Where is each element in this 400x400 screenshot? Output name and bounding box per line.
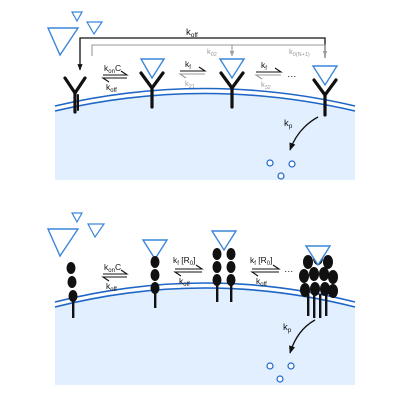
bound-ligand-icon	[141, 239, 169, 261]
bottom-cell-body	[55, 287, 355, 385]
kf-r0-label: kf [R0]	[250, 255, 273, 267]
free-ligand-icon	[46, 228, 80, 258]
bound-ligand-icon	[311, 65, 339, 87]
koff-label: koff	[179, 276, 190, 288]
receptor-cluster-icon	[299, 251, 338, 318]
kon-koff-arrows	[101, 269, 129, 282]
receptor-icon	[150, 256, 160, 308]
k32-label: k32	[261, 80, 271, 91]
free-ligand-icon	[70, 11, 84, 23]
bottom-membrane-inner	[54, 287, 356, 308]
ellipsis: …	[287, 69, 297, 80]
free-ligand-icon	[46, 27, 80, 57]
kp-label: kp	[283, 322, 292, 334]
bound-ligand-icon	[218, 58, 246, 80]
kon-koff-arrows	[101, 70, 129, 83]
kp-arrow	[289, 319, 316, 354]
degraded-ligand-icon	[287, 362, 295, 370]
free-ligand-icon	[86, 223, 106, 239]
kf-koff-arrows	[250, 264, 281, 277]
receptor-icon	[66, 262, 78, 318]
top-cell-body	[55, 92, 355, 180]
kf-label: kf	[185, 59, 191, 71]
bound-ligand-icon	[304, 245, 332, 267]
receptor-icon	[219, 71, 245, 109]
receptor-dimer-icon	[212, 248, 236, 302]
degraded-ligand-icon	[277, 172, 285, 180]
kf-r0-label: kf [R0]	[173, 255, 196, 267]
kon-label: konC	[104, 63, 121, 75]
kon-label: konC	[104, 262, 121, 274]
ellipsis: …	[284, 264, 294, 275]
kf-label: kf	[261, 60, 267, 72]
kp-label: kp	[284, 118, 293, 130]
kf-koff-arrows	[173, 264, 204, 277]
koff-label: koff	[106, 82, 117, 94]
kp-arrow	[289, 116, 319, 151]
bound-ligand-icon	[210, 230, 238, 252]
free-ligand-icon	[70, 212, 84, 224]
bound-ligand-icon	[139, 58, 166, 80]
kf-k21-arrows	[178, 66, 207, 79]
receptor-icon	[139, 71, 165, 109]
bottom-panel: konC koff kf [R0] koff kf [R0] koff … kp	[46, 212, 356, 385]
free-ligand-icon	[85, 21, 104, 36]
kf-k32-arrows	[254, 67, 283, 80]
top-membrane-outer	[54, 87, 356, 107]
top-membrane-inner	[54, 92, 356, 112]
k0n1-label: k0(N+1)	[289, 47, 310, 58]
koff-loop-label: koff	[186, 27, 198, 39]
top-panel: koff k02 k0(N+1)	[46, 11, 356, 180]
degraded-ligand-icon	[276, 375, 284, 383]
koff-label: koff	[256, 276, 267, 288]
receptor-icon	[312, 78, 338, 117]
k02-label: k02	[207, 47, 217, 58]
koff-label: koff	[106, 281, 117, 293]
degraded-ligand-icon	[266, 362, 274, 370]
k21-label: k21	[185, 79, 195, 90]
k0-return-loop	[91, 44, 328, 58]
degraded-ligand-icon	[288, 160, 296, 168]
degraded-ligand-icon	[266, 159, 274, 167]
receptor-icon	[63, 76, 87, 114]
